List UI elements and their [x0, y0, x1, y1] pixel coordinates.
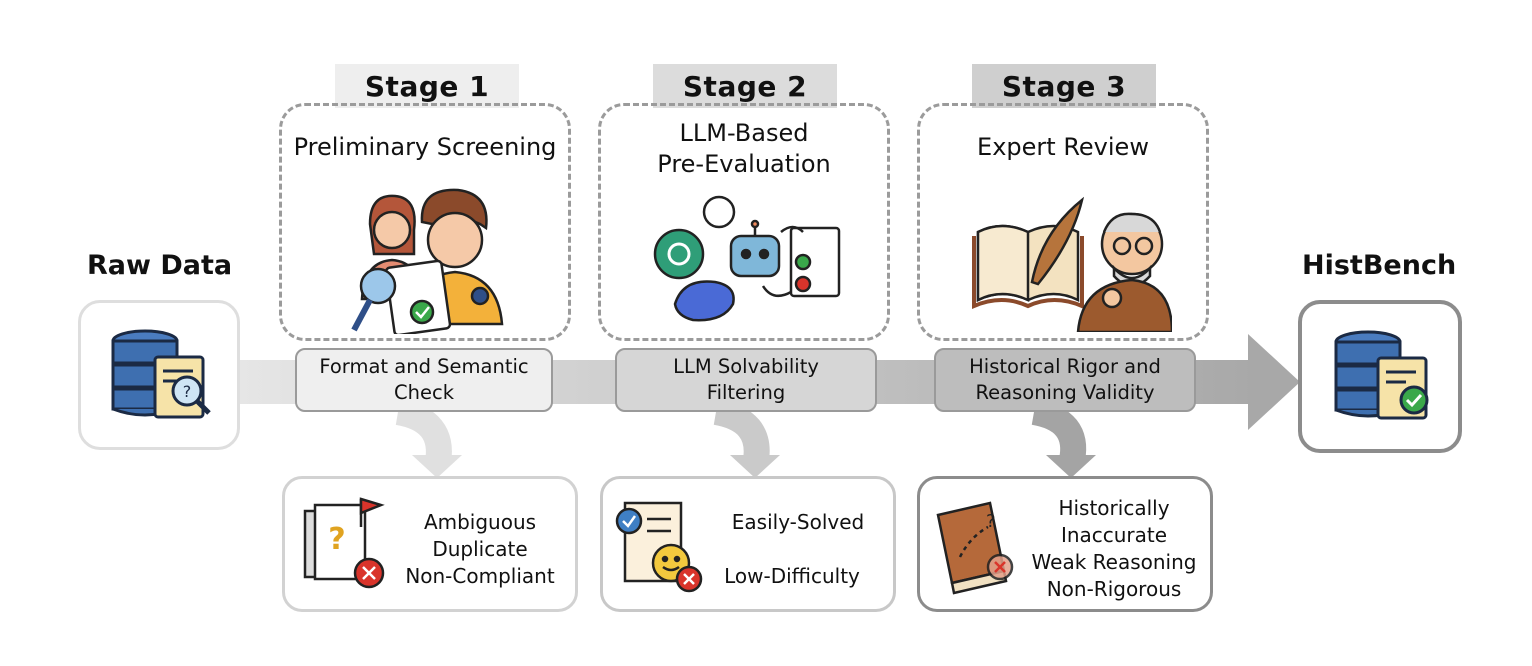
stage-1-check: Format and Semantic Check [295, 348, 553, 412]
stage-3-check: Historical Rigor and Reasoning Validity [934, 348, 1196, 412]
svg-text:?: ? [328, 522, 345, 557]
svg-text:?: ? [183, 382, 192, 401]
svg-text:?: ? [986, 511, 996, 532]
reject-non-rigorous: Non-Rigorous [1046, 577, 1182, 601]
histbench-label: HistBench [1302, 250, 1457, 281]
stage-2-check: LLM Solvability Filtering [615, 348, 877, 412]
stage-3-check-line1: Historical Rigor and [969, 355, 1161, 378]
stage-3-reject-list: Historically Inaccurate Weak Reasoning N… [1024, 495, 1204, 603]
stage-1-title: Preliminary Screening [293, 133, 557, 161]
expert-book-icon [972, 196, 1172, 332]
stage-3-check-line2: Reasoning Validity [975, 381, 1155, 404]
stage-2-reject-easy: Easily-Solved [731, 510, 865, 534]
stage-2-title-line2: Pre-Evaluation [657, 150, 831, 178]
stage-3-panel: Expert Review [917, 103, 1209, 341]
raw-data-label: Raw Data [87, 250, 233, 281]
stage-3-tab: Stage 3 [972, 64, 1156, 108]
reject-non-compliant: Non-Compliant [405, 564, 555, 588]
reject-historically: Historically [1058, 496, 1170, 520]
stage-1-panel: Preliminary Screening [279, 103, 571, 341]
stage-2-check-line2: Filtering [706, 381, 786, 404]
database-search-icon: ? [111, 329, 211, 419]
raw-data-box: ? [78, 300, 240, 450]
histbench-box [1298, 300, 1462, 453]
stage-2-check-line1: LLM Solvability [673, 355, 819, 378]
solved-doc-icon [615, 501, 703, 593]
reviewers-icon [351, 188, 504, 334]
database-check-icon [1334, 330, 1429, 420]
reject-duplicate: Duplicate [432, 537, 528, 561]
flagged-docs-icon: ? [303, 497, 385, 589]
stage-1-tab: Stage 1 [335, 64, 519, 108]
stage-3-reject-box: ? Historically Inaccurate Weak Reasoning… [917, 476, 1213, 612]
reject-ambiguous: Ambiguous [423, 510, 537, 534]
reject-weak-reasoning: Weak Reasoning [1031, 550, 1197, 574]
stage-2-reject-box: Easily-Solved Low-Difficulty [600, 476, 896, 612]
stage-2-tab: Stage 2 [653, 64, 837, 108]
stage-2-title-line1: LLM-Based [679, 119, 809, 147]
stage-2-reject-low: Low-Difficulty [724, 564, 860, 588]
stage-1-reject-box: ? Ambiguous Duplicate Non-Compliant [282, 476, 578, 612]
stage-2-panel: LLM-Based Pre-Evaluation [598, 103, 890, 341]
ai-models-icon [653, 195, 841, 322]
stage-1-reject-list: Ambiguous Duplicate Non-Compliant [395, 509, 565, 590]
reject-inaccurate: Inaccurate [1060, 523, 1168, 547]
stage-1-check-text: Format and Semantic Check [319, 355, 529, 404]
stage-3-title: Expert Review [977, 133, 1149, 161]
inaccurate-book-icon: ? [936, 501, 1014, 595]
